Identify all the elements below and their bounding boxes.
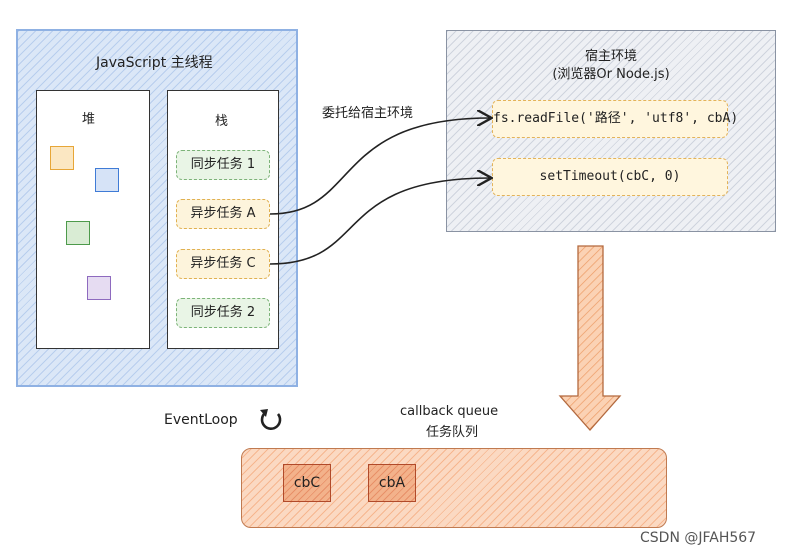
heap-panel: [36, 90, 150, 349]
arrow-async-c-to-settimeout: [269, 178, 490, 265]
queue-title: callback queue: [400, 404, 499, 419]
stack-item-sync-2: 同步任务 2: [176, 298, 270, 328]
queue-subtitle: 任务队列: [426, 425, 479, 440]
queue-item-cba: cbA: [368, 464, 416, 502]
stack-item-async-c: 异步任务 C: [176, 249, 270, 279]
refresh-icon: [260, 409, 282, 430]
heap-object: [87, 276, 111, 300]
stack-label: 栈: [215, 114, 229, 129]
arrow-async-a-to-readfile: [269, 118, 490, 215]
settimeout-call: setTimeout(cbC, 0): [492, 158, 728, 196]
host-env-subtitle: (浏览器Or Node.js): [552, 67, 670, 82]
event-loop-label: EventLoop: [164, 412, 238, 428]
heap-object: [95, 168, 119, 192]
delegate-label: 委托给宿主环境: [322, 106, 414, 121]
heap-label: 堆: [82, 112, 96, 127]
watermark: CSDN @JFAH567: [640, 530, 757, 546]
stack-item-sync-1: 同步任务 1: [176, 150, 270, 180]
heap-object: [66, 221, 90, 245]
stack-item-async-a: 异步任务 A: [176, 199, 270, 229]
host-env-title: 宿主环境: [584, 49, 637, 64]
down-arrow-to-queue: [558, 245, 622, 431]
heap-object: [50, 146, 74, 170]
main-thread-title: JavaScript 主线程: [96, 55, 213, 71]
readfile-call: fs.readFile('路径', 'utf8', cbA): [492, 100, 738, 138]
queue-item-cbc: cbC: [283, 464, 331, 502]
